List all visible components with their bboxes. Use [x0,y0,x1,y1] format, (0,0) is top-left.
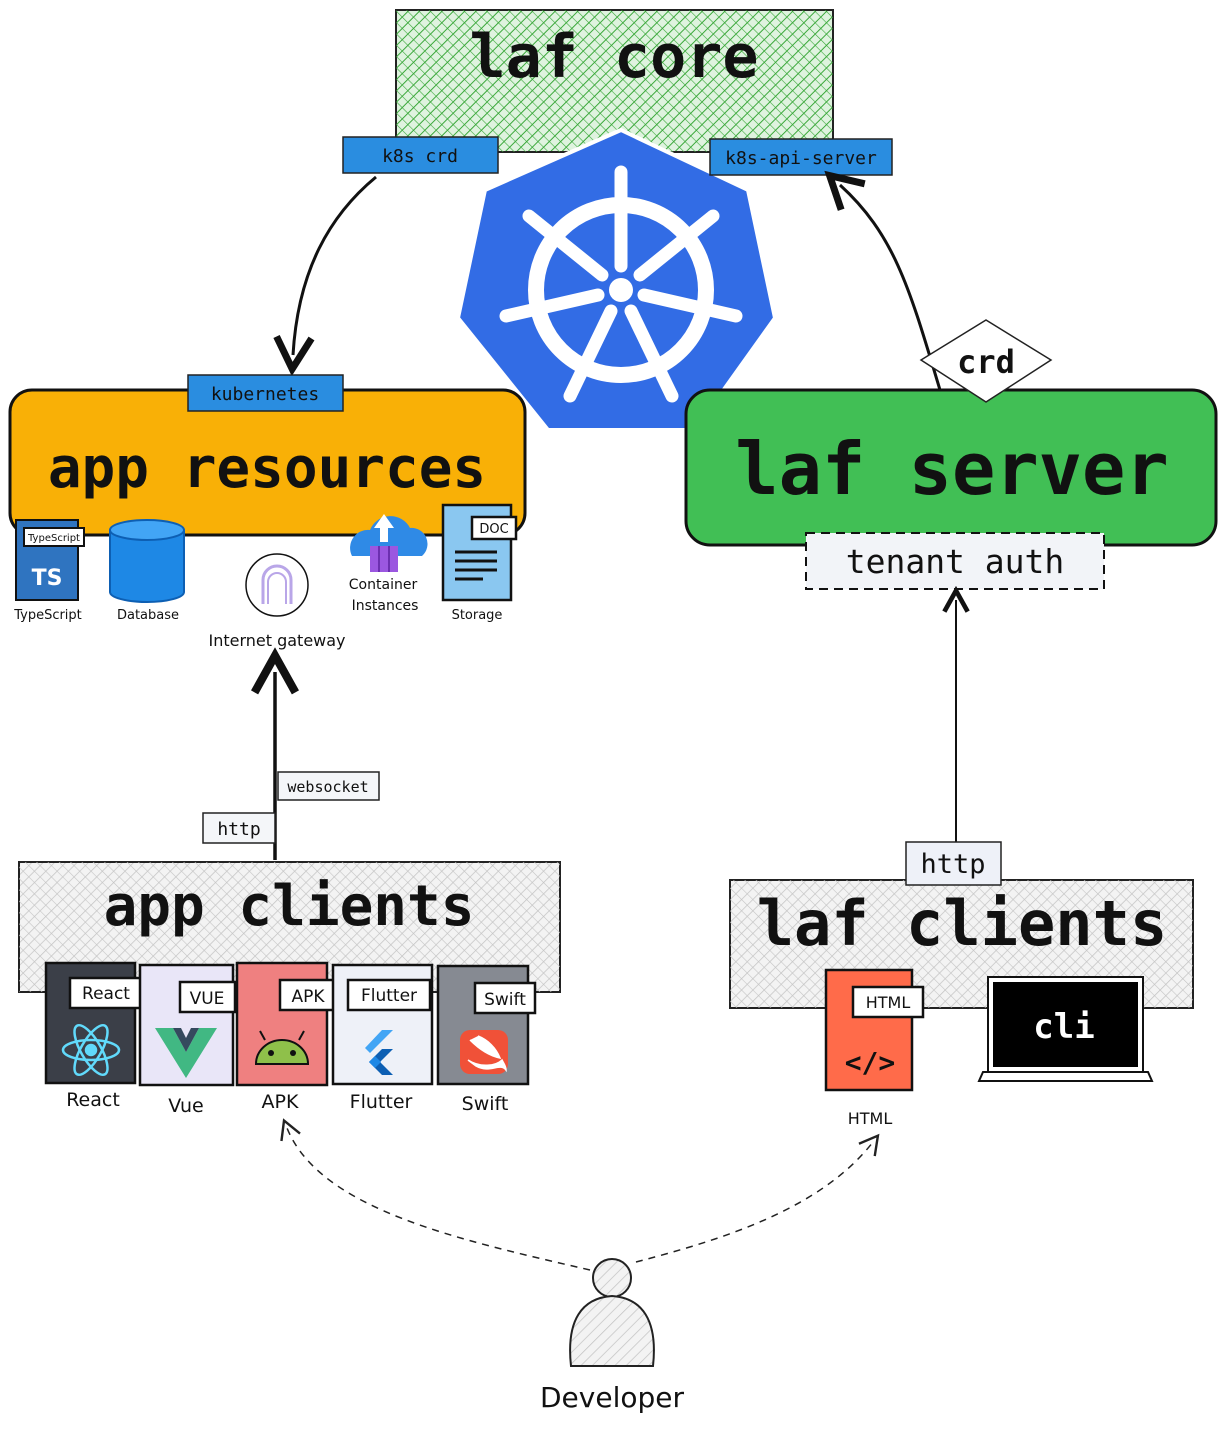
cli-laptop-icon: cli [977,976,1154,1082]
tag-websocket: websocket [277,771,380,801]
storage-icon: DOC [441,503,518,602]
tag-kubernetes-label: kubernetes [211,384,319,405]
crd-tag-label: crd [957,343,1015,381]
tag-http-laf-label: http [920,849,985,880]
tag-k8s-crd: k8s crd [342,136,499,174]
apk-badge: APK [291,987,325,1007]
flutter-caption: Flutter [350,1091,413,1113]
laf-clients-label: laf clients [757,887,1168,960]
html-glyph: </> [845,1046,896,1079]
swift-caption: Swift [462,1093,509,1115]
tenant-auth-box: tenant auth [805,532,1105,590]
laf-core-node: laf core [395,9,834,153]
tenant-auth-label: tenant auth [846,542,1065,581]
tag-http-app-label: http [217,819,260,840]
app-clients-label: app clients [104,874,475,939]
laf-server-node: laf server [684,388,1218,547]
internet-gateway-caption: Internet gateway [208,631,345,650]
database-icon [109,519,185,603]
flutter-icon: Flutter [331,963,434,1086]
tag-k8s-api-server: k8s-api-server [709,138,893,176]
react-badge: React [82,984,130,1004]
laf-server-label: laf server [735,427,1168,511]
developer-label: Developer [540,1381,684,1414]
crd-tag: crd [919,319,1053,403]
typescript-badge: TypeScript [27,533,80,544]
laf-core-label: laf core [470,22,759,92]
kubernetes-logo-icon [455,127,778,432]
tag-http-laf: http [905,841,1002,886]
arrow-crd-to-resources [293,175,377,355]
swift-badge: Swift [484,990,526,1010]
tag-k8s-api-server-label: k8s-api-server [725,148,877,169]
tag-kubernetes: kubernetes [187,374,344,412]
html-icon: </> HTML [824,968,925,1092]
container-instances-caption-1: Container [349,577,418,593]
vue-badge: VUE [190,989,225,1009]
arrow-developer-to-laf-clients [635,1133,880,1263]
typescript-caption: TypeScript [13,608,82,623]
database-caption: Database [117,608,179,623]
internet-gateway-icon [245,553,309,617]
app-resources-node: app resources [8,388,527,537]
tag-http-app: http [202,812,276,844]
html-caption: HTML [848,1109,893,1128]
container-instances-icon [350,514,428,572]
storage-caption: Storage [452,608,503,623]
arrow-developer-to-app-clients [280,1118,591,1271]
react-caption: React [66,1089,120,1111]
typescript-glyph: TS [32,566,63,591]
storage-badge: DOC [479,522,508,537]
vue-icon: VUE [138,963,237,1087]
developer-person-icon [569,1258,655,1367]
swift-icon: Swift [436,964,537,1086]
container-instances-caption-2: Instances [352,598,419,614]
tag-websocket-label: websocket [287,778,368,796]
app-resources-label: app resources [48,436,486,501]
vue-caption: Vue [168,1095,203,1117]
react-icon: React [44,961,144,1085]
typescript-icon: TS TypeScript [15,519,85,601]
android-icon: APK [235,961,338,1087]
flutter-badge: Flutter [361,986,417,1006]
tag-k8s-crd-label: k8s crd [382,146,458,167]
cli-label: cli [1033,1007,1094,1047]
html-badge: HTML [866,993,911,1012]
apk-caption: APK [262,1091,299,1113]
